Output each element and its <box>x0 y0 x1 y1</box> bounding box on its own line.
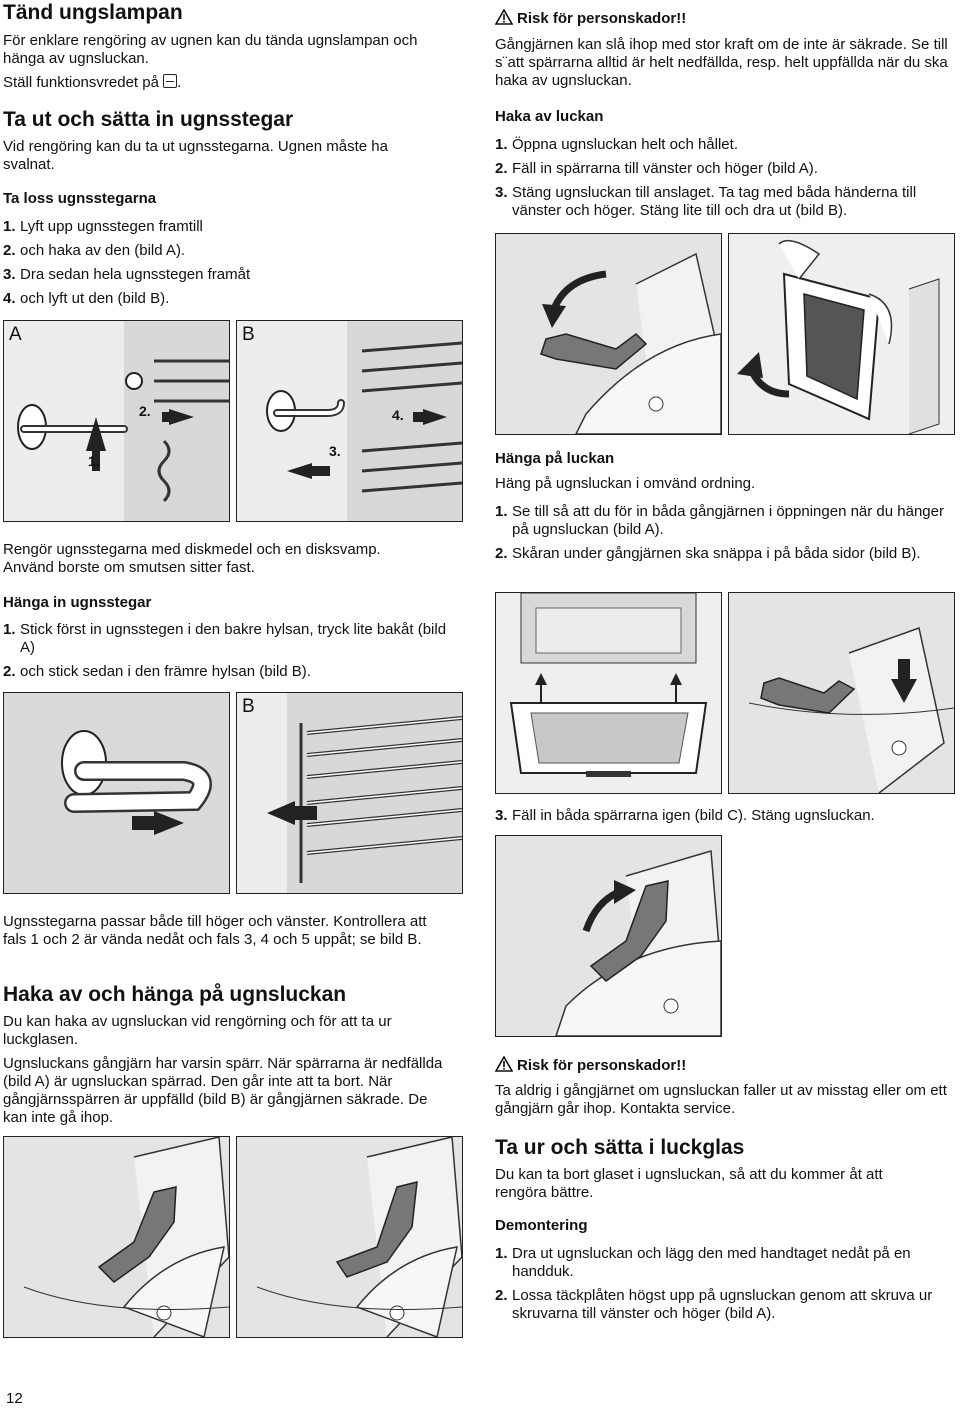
figure-hang-door-a: A <box>495 592 722 794</box>
oven-illustration <box>496 593 721 793</box>
list-item: 2.Skåran under gångjärnen ska snäppa i p… <box>495 545 921 562</box>
warning-title: Risk för personskador!! <box>517 10 687 27</box>
rail-illustration <box>17 321 229 521</box>
hang-door-intro: Häng på ugnsluckan i omvänd ordning. <box>495 475 756 492</box>
rail-illustration <box>4 693 229 893</box>
clean-rails-text: Rengör ugnsstegarna med diskmedel och en… <box>3 541 381 576</box>
list-item: 3.Fäll in båda spärrarna igen (bild C). … <box>495 807 875 824</box>
step-label: 4. <box>392 407 404 423</box>
list-item: 2.och stick sedan i den främre hylsan (b… <box>3 663 311 680</box>
warning-icon <box>495 1056 513 1072</box>
figure-door-hinge-b: B <box>236 1136 463 1338</box>
hinge-illustration <box>237 1137 462 1337</box>
lamp-instruction: Ställ funktionsvredet på . <box>3 74 181 92</box>
lamp-title: Tänd ungslampan <box>3 1 183 24</box>
glass-title: Ta ur och sätta i luckglas <box>495 1136 745 1159</box>
figure-hang-door-c: C <box>495 835 722 1037</box>
step-label: 3. <box>329 443 341 459</box>
warning-title: Risk för personskador!! <box>517 1057 687 1074</box>
figure-hang-rail-a: A <box>3 692 230 894</box>
door-illustration <box>729 234 954 434</box>
door-text-1: Du kan haka av ugnsluckan vid rengörning… <box>3 1013 392 1048</box>
step-label: 2. <box>139 403 151 419</box>
list-item: 2.Lossa täckplåten högst upp på ugnsluck… <box>495 1287 933 1322</box>
list-item: 1.Dra ut ugnsluckan och lägg den med han… <box>495 1245 911 1280</box>
warning-icon <box>495 9 513 25</box>
unhook-steps: 1.Öppna ugnsluckan helt och hållet. 2.Fä… <box>495 136 955 220</box>
glass-steps: 1.Dra ut ugnsluckan och lägg den med han… <box>495 1245 955 1323</box>
list-item: 1.Lyft upp ugnsstegen framtill <box>3 218 203 235</box>
remove-rails-heading: Ta loss ugnsstegarna <box>3 190 157 207</box>
step-label: 1. <box>88 453 100 469</box>
figure-remove-rail-b: B 4. 3. <box>236 320 463 522</box>
list-item: 3.Stäng ugnsluckan till anslaget. Ta tag… <box>495 184 917 219</box>
lamp-instruction-prefix: Ställ funktionsvredet på <box>3 74 159 91</box>
door-text-2: Ugnsluckans gångjärn har varsin spärr. N… <box>3 1055 443 1126</box>
rail-illustration <box>267 693 462 893</box>
list-item: 1.Se till så att du för in båda gångjärn… <box>495 503 944 538</box>
figure-label: B <box>242 324 255 345</box>
unhook-heading: Haka av luckan <box>495 108 604 125</box>
door-title: Haka av och hänga på ugnsluckan <box>3 983 347 1006</box>
list-item: 1.Öppna ugnsluckan helt och hållet. <box>495 136 738 153</box>
hang-rails-steps: 1.Stick först in ugnsstegen i den bakre … <box>3 621 458 681</box>
list-item: 1.Stick först in ugnsstegen i den bakre … <box>3 621 447 656</box>
hinge-illustration <box>496 836 721 1036</box>
rails-intro: Vid rengöring kan du ta ut ugnsstegarna.… <box>3 138 388 173</box>
figure-unhook-b: B <box>728 233 955 435</box>
warning-heading-2: Risk för personskador!! <box>495 1056 686 1075</box>
glass-heading: Demontering <box>495 1217 588 1234</box>
hinge-illustration <box>729 593 954 793</box>
hang-rails-heading: Hänga in ugnsstegar <box>3 594 152 611</box>
lamp-function-icon <box>163 74 178 88</box>
warning-text-2: Ta aldrig i gångjärnet om ugnsluckan fal… <box>495 1082 947 1117</box>
figure-hang-rail-b: B <box>236 692 463 894</box>
lamp-instruction-suffix: . <box>177 74 182 91</box>
figure-hang-door-b: B <box>728 592 955 794</box>
warning-heading: Risk för personskador!! <box>495 9 686 28</box>
rails-title: Ta ut och sätta in ugnsstegar <box>3 108 294 131</box>
figure-door-hinge-a: A <box>3 1136 230 1338</box>
rail-illustration <box>266 321 462 521</box>
figure-label: A <box>9 324 22 345</box>
hang-door-heading: Hänga på luckan <box>495 450 615 467</box>
lamp-text: För enklare rengöring av ugnen kan du tä… <box>3 32 418 67</box>
rails-fit-text: Ugnsstegarna passar både till höger och … <box>3 913 427 948</box>
list-item: 4.och lyft ut den (bild B). <box>3 290 170 307</box>
figure-unhook-a: A <box>495 233 722 435</box>
figure-remove-rail-a: A 2. 1. <box>3 320 230 522</box>
remove-rails-steps: 1.Lyft upp ugnsstegen framtill 2.och hak… <box>3 218 453 308</box>
page-number: 12 <box>6 1390 23 1407</box>
hang-door-step3: 3.Fäll in båda spärrarna igen (bild C). … <box>495 807 955 825</box>
glass-intro: Du kan ta bort glaset i ugnsluckan, så a… <box>495 1166 883 1201</box>
list-item: 2.och haka av den (bild A). <box>3 242 186 259</box>
list-item: 3.Dra sedan hela ugnsstegen framåt <box>3 266 251 283</box>
hinge-illustration <box>4 1137 229 1337</box>
figure-label: B <box>242 696 255 717</box>
hang-door-steps: 1.Se till så att du för in båda gångjärn… <box>495 503 955 563</box>
hinge-illustration <box>496 234 721 434</box>
warning-text: Gångjärnen kan slå ihop med stor kraft o… <box>495 36 948 89</box>
list-item: 2.Fäll in spärrarna till vänster och hög… <box>495 160 818 177</box>
